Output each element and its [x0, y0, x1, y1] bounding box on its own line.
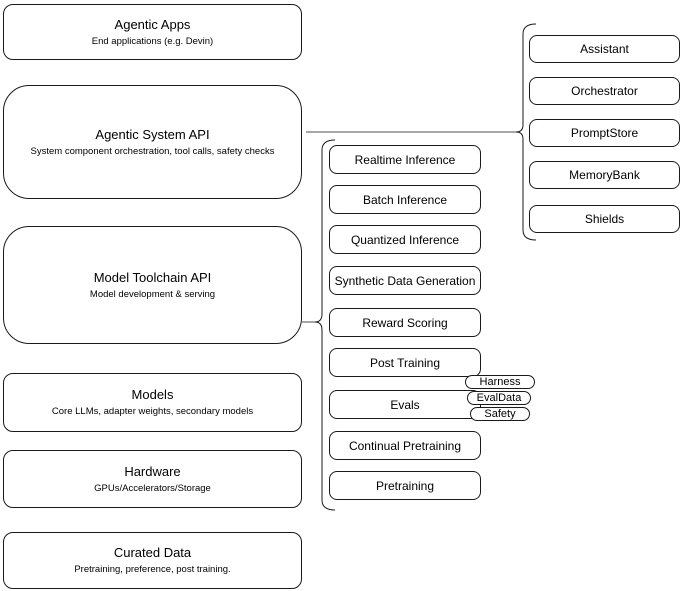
- node-reward-scoring: Reward Scoring: [329, 308, 481, 337]
- node-assistant: Assistant: [529, 35, 680, 63]
- node-post-training: Post Training: [329, 348, 481, 377]
- node-label: Quantized Inference: [350, 232, 460, 247]
- tag-evaldata: EvalData: [467, 391, 531, 405]
- node-label: Shields: [584, 212, 625, 226]
- node-continual-pretraining: Continual Pretraining: [329, 431, 481, 460]
- node-subtitle: GPUs/Accelerators/Storage: [94, 482, 211, 494]
- node-agentic-system-api: Agentic System API System component orch…: [3, 85, 302, 199]
- tag-label: Safety: [484, 408, 516, 420]
- node-evals: Evals: [329, 390, 481, 419]
- tag-label: EvalData: [476, 392, 522, 404]
- tag-safety: Safety: [470, 407, 530, 421]
- node-title: Model Toolchain API: [93, 269, 212, 285]
- node-label: Orchestrator: [571, 84, 638, 98]
- node-subtitle: System component orchestration, tool cal…: [30, 145, 275, 157]
- node-label: Batch Inference: [362, 192, 448, 207]
- node-label: Assistant: [580, 42, 629, 56]
- node-label: Reward Scoring: [362, 315, 448, 330]
- node-label: Pretraining: [375, 478, 435, 493]
- node-label: PromptStore: [570, 126, 639, 140]
- system-group-brace: [515, 23, 537, 241]
- node-title: Agentic System API: [95, 126, 210, 142]
- node-quantized-inference: Quantized Inference: [329, 225, 481, 254]
- node-label: MemoryBank: [569, 168, 640, 182]
- node-label: Realtime Inference: [354, 152, 456, 167]
- node-subtitle: Core LLMs, adapter weights, secondary mo…: [51, 406, 254, 417]
- node-realtime-inference: Realtime Inference: [329, 145, 481, 174]
- node-batch-inference: Batch Inference: [329, 185, 481, 214]
- node-promptstore: PromptStore: [529, 119, 680, 147]
- node-hardware: Hardware GPUs/Accelerators/Storage: [3, 450, 302, 508]
- tag-harness: Harness: [465, 375, 535, 389]
- node-synthetic-data-generation: Synthetic Data Generation: [329, 266, 481, 295]
- node-subtitle: Model development & serving: [89, 288, 216, 300]
- node-shields: Shields: [529, 205, 680, 233]
- node-title: Agentic Apps: [114, 16, 191, 32]
- node-agentic-apps: Agentic Apps End applications (e.g. Devi…: [3, 4, 302, 60]
- node-memorybank: MemoryBank: [529, 161, 680, 189]
- node-model-toolchain-api: Model Toolchain API Model development & …: [3, 226, 302, 344]
- node-title: Models: [131, 387, 174, 402]
- node-curated-data: Curated Data Pretraining, preference, po…: [3, 532, 302, 589]
- node-subtitle: Pretraining, preference, post training.: [74, 564, 231, 575]
- node-orchestrator: Orchestrator: [529, 77, 680, 105]
- node-title: Curated Data: [113, 545, 192, 560]
- node-title: Hardware: [124, 463, 181, 479]
- node-label: Continual Pretraining: [348, 438, 462, 453]
- tag-label: Harness: [479, 376, 521, 388]
- node-subtitle: End applications (e.g. Devin): [91, 35, 214, 47]
- node-label: Post Training: [369, 355, 441, 370]
- node-label: Synthetic Data Generation: [334, 273, 476, 288]
- node-label: Evals: [390, 397, 420, 412]
- node-models: Models Core LLMs, adapter weights, secon…: [3, 373, 302, 432]
- node-pretraining: Pretraining: [329, 471, 481, 500]
- toolchain-group-brace: [314, 139, 336, 511]
